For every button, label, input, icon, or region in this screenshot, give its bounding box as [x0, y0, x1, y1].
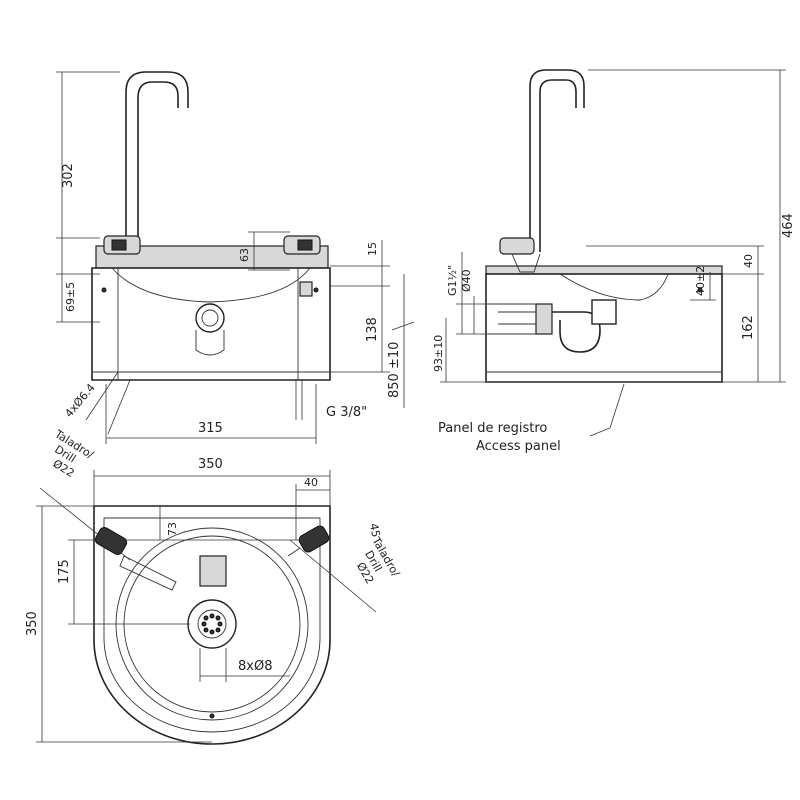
dim-front-315: 315: [198, 421, 223, 436]
top-view: 350 40 73 45 175 350 8xØ8 Taladro/ Drill…: [25, 427, 402, 745]
front-view: 302 63 15 69±5 138 850 ±10 315 4xØ6.4 G …: [56, 71, 415, 444]
dim-top-350-w: 350: [198, 457, 223, 472]
left-valve: [103, 235, 141, 255]
access-panel-leader: [589, 383, 625, 437]
dim-front-holes: 4xØ6.4: [62, 381, 97, 420]
dim-side-464: 464: [781, 213, 796, 238]
dim-front-63: 63: [238, 248, 251, 262]
side-spout: [529, 69, 585, 252]
front-basin-body: [91, 267, 331, 381]
dim-side-40-2: 40±2: [694, 266, 707, 296]
top-outline: [93, 505, 331, 745]
side-view: 464 40 40±2 162 G1½" Ø40 93±10 Panel de …: [432, 69, 796, 454]
dim-front-302: 302: [61, 163, 76, 188]
side-body: [485, 273, 723, 383]
dim-side-d40: Ø40: [460, 269, 473, 292]
dim-front-69: 69±5: [64, 282, 77, 312]
front-spout: [125, 71, 189, 240]
dim-side-40: 40: [742, 254, 755, 268]
dim-front-inlet: G 3/8": [326, 405, 367, 420]
top-waste: [187, 599, 237, 649]
front-bowl-curve: [111, 267, 311, 303]
dim-top-40: 40: [304, 476, 318, 489]
dim-side-162: 162: [741, 315, 756, 340]
dim-side-93: 93±10: [432, 335, 445, 372]
dim-top-175: 175: [57, 559, 72, 584]
dim-front-15: 15: [366, 242, 379, 256]
right-valve: [283, 235, 321, 255]
dim-top-350-d: 350: [25, 611, 40, 636]
access-panel-es: Panel de registro: [438, 421, 547, 436]
dim-front-138: 138: [365, 317, 380, 342]
top-overflow: [199, 555, 227, 587]
front-waste: [195, 303, 225, 333]
top-right-valve: [287, 525, 330, 557]
access-panel-en: Access panel: [476, 439, 561, 454]
side-bowl-curve: [559, 273, 669, 301]
top-left-valve: [94, 527, 177, 591]
side-valve: [499, 237, 541, 273]
dim-top-45: 45: [367, 522, 382, 538]
dim-top-73: 73: [166, 522, 179, 536]
top-inner-rim: [103, 517, 321, 733]
side-top-plate: [485, 265, 723, 275]
dim-front-850: 850 ±10: [387, 342, 402, 398]
side-trap: [488, 299, 617, 353]
dim-top-waste-holes: 8xØ8: [238, 659, 272, 674]
dim-side-thread: G1½": [446, 265, 459, 296]
